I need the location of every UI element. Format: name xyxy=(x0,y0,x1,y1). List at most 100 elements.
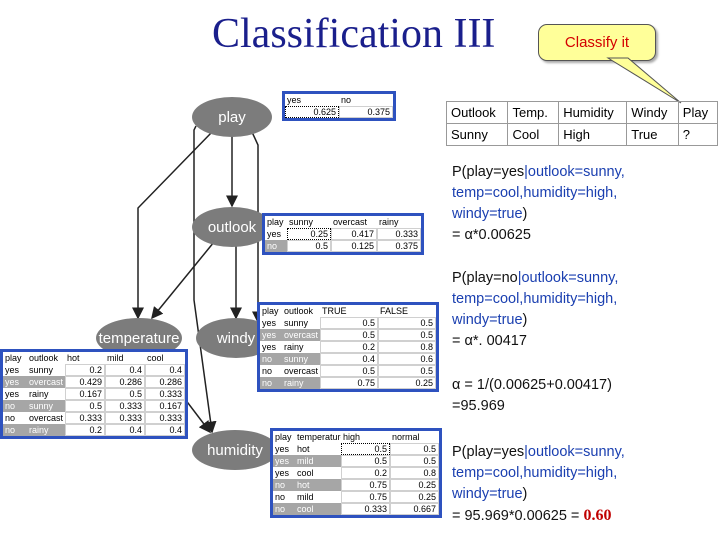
cpt-value[interactable]: 0.75 xyxy=(341,491,390,503)
result-value: 0.60 xyxy=(583,507,612,524)
cpt-value[interactable]: 0.333 xyxy=(377,228,421,240)
cpt-value[interactable]: 0.5 xyxy=(390,443,439,455)
cpt-windy: play outlook TRUE FALSE yes sunny 0.5 0.… xyxy=(257,302,439,392)
cpt-header-cell: play xyxy=(5,353,22,363)
cpt-row-label: sunny xyxy=(282,317,320,329)
cpt-row: no hot 0.75 0.25 xyxy=(273,479,439,491)
cpt-header-cell: hot xyxy=(67,353,80,363)
callout-pointer xyxy=(606,57,682,104)
cpt-value[interactable]: 0.8 xyxy=(390,467,439,479)
cpt-value[interactable]: 0.333 xyxy=(341,503,390,515)
cpt-row: no rainy 0.75 0.25 xyxy=(260,377,436,389)
cpt-value[interactable]: 0.4 xyxy=(145,364,185,376)
cpt-value[interactable]: 0.625 xyxy=(285,106,339,118)
cpt-row-label: mild xyxy=(295,455,341,467)
calc-text: windy=true xyxy=(452,312,523,328)
cpt-row-label: rainy xyxy=(282,341,320,353)
cpt-value[interactable]: 0.5 xyxy=(320,329,378,341)
cpt-value[interactable]: 0.417 xyxy=(331,228,377,240)
cpt-value[interactable]: 0.5 xyxy=(341,455,390,467)
cpt-value[interactable]: 0.286 xyxy=(145,376,185,388)
cpt-value[interactable]: 0.667 xyxy=(390,503,439,515)
cpt-value[interactable]: 0.4 xyxy=(320,353,378,365)
cpt-value[interactable]: 0.333 xyxy=(65,412,105,424)
node-humidity[interactable]: humidity xyxy=(192,430,278,470)
calc-line: = α*0.00625 xyxy=(452,227,531,243)
cpt-value[interactable]: 0.5 xyxy=(378,329,436,341)
cpt-value[interactable]: 0.5 xyxy=(320,317,378,329)
cpt-value[interactable]: 0.5 xyxy=(341,443,390,455)
cpt-play: yes no 0.625 0.375 xyxy=(282,91,396,121)
calc-line: windy=true) xyxy=(452,484,720,505)
cpt-value[interactable]: 0.4 xyxy=(105,424,145,436)
cpt-value[interactable]: 0.5 xyxy=(287,240,331,252)
calc-bar: | xyxy=(524,164,528,180)
edge-play-humidity xyxy=(193,125,217,434)
cpt-row-label: yes xyxy=(260,329,282,341)
cpt-value[interactable]: 0.25 xyxy=(390,491,439,503)
node-play[interactable]: play xyxy=(192,97,272,137)
cpt-row-label: yes xyxy=(3,364,27,376)
cpt-value[interactable]: 0.5 xyxy=(378,317,436,329)
calc-line: α = 1/(0.00625+0.00417) xyxy=(452,377,612,393)
instance-value-cell: True xyxy=(626,123,679,146)
cpt-row-label: sunny xyxy=(27,400,65,412)
cpt-value[interactable]: 0.333 xyxy=(105,400,145,412)
cpt-value[interactable]: 0.125 xyxy=(331,240,377,252)
cpt-value[interactable]: 0.167 xyxy=(65,388,105,400)
cpt-header-cell: yes xyxy=(287,95,302,105)
edge-play-windy xyxy=(251,131,264,324)
cpt-value[interactable]: 0.2 xyxy=(65,364,105,376)
cpt-value[interactable]: 0.5 xyxy=(378,365,436,377)
cpt-header-row: yes no xyxy=(285,94,393,106)
cpt-value[interactable]: 0.5 xyxy=(65,400,105,412)
cpt-header-cell: cool xyxy=(147,353,164,363)
cpt-row-label: no xyxy=(3,424,27,436)
cpt-value[interactable]: 0.5 xyxy=(320,365,378,377)
cpt-value[interactable]: 0.333 xyxy=(145,388,185,400)
cpt-value[interactable]: 0.4 xyxy=(105,364,145,376)
cpt-value[interactable]: 0.375 xyxy=(377,240,421,252)
cpt-header-cell: no xyxy=(341,95,352,105)
cpt-row: yes mild 0.5 0.5 xyxy=(273,455,439,467)
cpt-header-cell: outlook xyxy=(284,306,314,316)
cpt-value[interactable]: 0.6 xyxy=(378,353,436,365)
cpt-row-label: no xyxy=(273,479,295,491)
classify-callout: Classify it xyxy=(538,24,656,61)
cpt-row-label: yes xyxy=(273,467,295,479)
cpt-value[interactable]: 0.4 xyxy=(145,424,185,436)
cpt-row-label: no xyxy=(260,353,282,365)
cpt-value[interactable]: 0.2 xyxy=(65,424,105,436)
calc-text: ) xyxy=(522,206,528,222)
cpt-value[interactable]: 0.429 xyxy=(65,376,105,388)
cpt-value[interactable]: 0.5 xyxy=(105,388,145,400)
cpt-value[interactable]: 0.333 xyxy=(145,412,185,424)
cpt-value[interactable]: 0.2 xyxy=(341,467,390,479)
calc-text: outlook=sunny, xyxy=(527,164,625,180)
cpt-value[interactable]: 0.25 xyxy=(390,479,439,491)
instance-header-cell: Play xyxy=(677,101,719,124)
cpt-row: yes cool 0.2 0.8 xyxy=(273,467,439,479)
calc-final-block: P(play=yes|outlook=sunny, temp=cool,humi… xyxy=(452,442,720,527)
cpt-value[interactable]: 0.25 xyxy=(378,377,436,389)
cpt-value[interactable]: 0.167 xyxy=(145,400,185,412)
cpt-value[interactable]: 0.333 xyxy=(105,412,145,424)
cpt-value[interactable]: 0.8 xyxy=(378,341,436,353)
cpt-value[interactable]: 0.75 xyxy=(341,479,390,491)
cpt-row: yes rainy 0.2 0.8 xyxy=(260,341,436,353)
cpt-row: yes sunny 0.2 0.4 0.4 xyxy=(3,364,185,376)
cpt-value[interactable]: 0.75 xyxy=(320,377,378,389)
node-outlook[interactable]: outlook xyxy=(192,207,272,247)
cpt-value[interactable]: 0.286 xyxy=(105,376,145,388)
cpt-value[interactable]: 0.375 xyxy=(339,106,393,118)
cpt-row: no rainy 0.2 0.4 0.4 xyxy=(3,424,185,436)
instance-table: Outlook Temp. Humidity Windy Play Sunny … xyxy=(445,101,719,146)
cpt-header-cell: normal xyxy=(392,432,420,442)
calc-line: temp=cool,humidity=high, xyxy=(452,185,618,201)
cpt-value[interactable]: 0.5 xyxy=(390,455,439,467)
cpt-value[interactable]: 0.25 xyxy=(287,228,331,240)
cpt-value[interactable]: 0.2 xyxy=(320,341,378,353)
instance-value-cell: High xyxy=(558,123,628,146)
calc-yes-block: P(play=yes|outlook=sunny, temp=cool,humi… xyxy=(452,162,720,246)
instance-value-cell: ? xyxy=(677,123,719,146)
